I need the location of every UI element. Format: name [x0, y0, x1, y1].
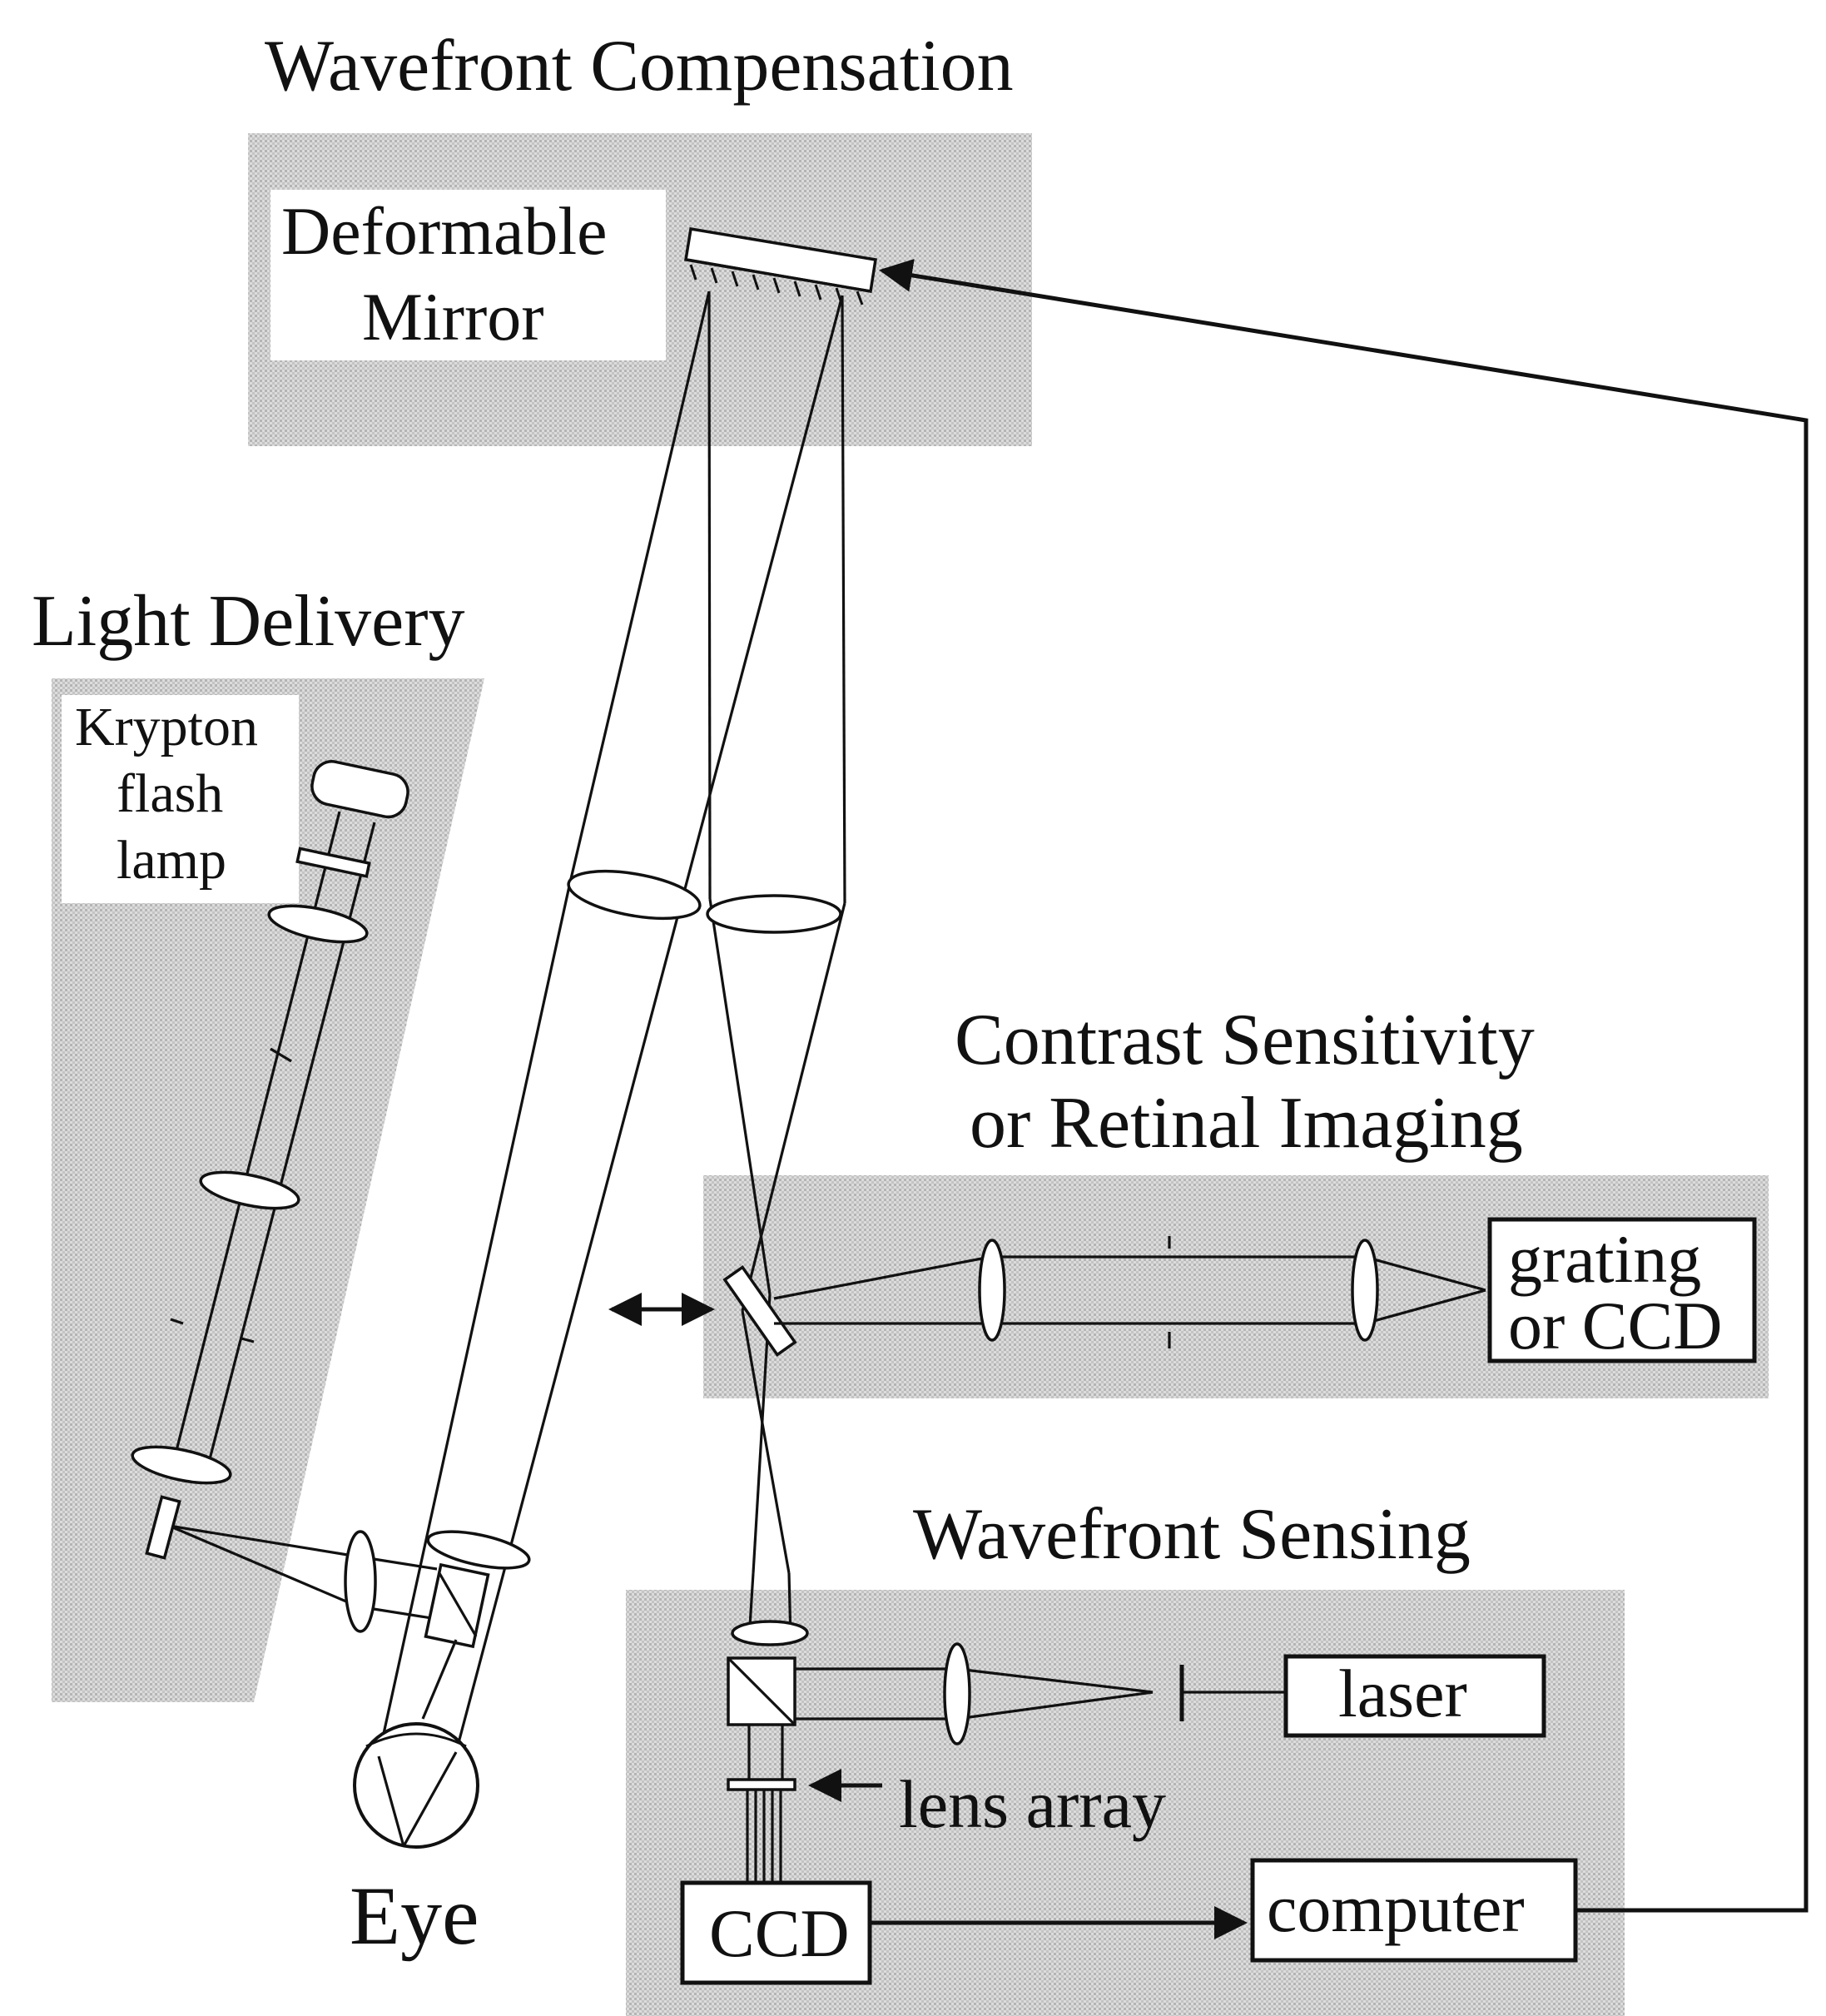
eye-beamsplitter [424, 1562, 490, 1649]
feedback-line [879, 259, 1809, 1913]
eye-icon [353, 1722, 479, 1849]
laser-label: laser [1338, 1656, 1467, 1731]
lenslet-array [727, 1725, 796, 1883]
laser-path [795, 1665, 1286, 1721]
eye-lens [426, 1530, 531, 1570]
wavefront-compensation-title: Wavefront Compensation [265, 26, 1014, 107]
computer-box [1250, 1858, 1578, 1963]
wavefront-sensing-title: Wavefront Sensing [913, 1494, 1471, 1575]
lamp-label: lamp [117, 830, 226, 891]
relay-lens-2 [706, 894, 842, 934]
lens-array-label: lens array [899, 1766, 1166, 1842]
laser-box [1283, 1654, 1546, 1738]
lamp-collar [295, 847, 371, 878]
sensing-beamsplitter [727, 1656, 796, 1726]
or-ccd-label: or CCD [1508, 1288, 1722, 1363]
lamp-lens-2 [199, 1170, 300, 1210]
contrast-path [722, 1236, 1486, 1357]
retinal-imaging-title: or Retinal Imaging [970, 1083, 1523, 1164]
deformable-label: Deformable [281, 193, 608, 269]
ccd-label: CCD [709, 1895, 850, 1971]
sensing-lens [731, 1620, 809, 1646]
lamp-lens-3 [131, 1445, 232, 1485]
contrast-sensitivity-title: Contrast Sensitivity [955, 1000, 1535, 1080]
relay-lens-1 [567, 869, 702, 921]
deformable-mirror [683, 226, 877, 305]
lamp-lens-1 [267, 904, 369, 944]
computer-label: computer [1267, 1870, 1525, 1946]
laser-lens [943, 1642, 971, 1745]
mirror-label: Mirror [362, 279, 544, 355]
krypton-label: Krypton [75, 697, 258, 757]
eye-axis [421, 1639, 458, 1720]
contrast-lens-1 [978, 1239, 1006, 1342]
grating-box [1487, 1217, 1757, 1363]
delivery-lens [344, 1530, 377, 1633]
flash-label: flash [117, 763, 223, 824]
ccd-box [680, 1880, 872, 1985]
eye-cornea [365, 1732, 467, 1748]
eye-label: Eye [350, 1870, 479, 1962]
grating-label: grating [1508, 1221, 1701, 1297]
light-delivery-title: Light Delivery [32, 581, 465, 662]
contrast-lens-2 [1351, 1239, 1379, 1342]
flash-lamp [310, 760, 409, 819]
